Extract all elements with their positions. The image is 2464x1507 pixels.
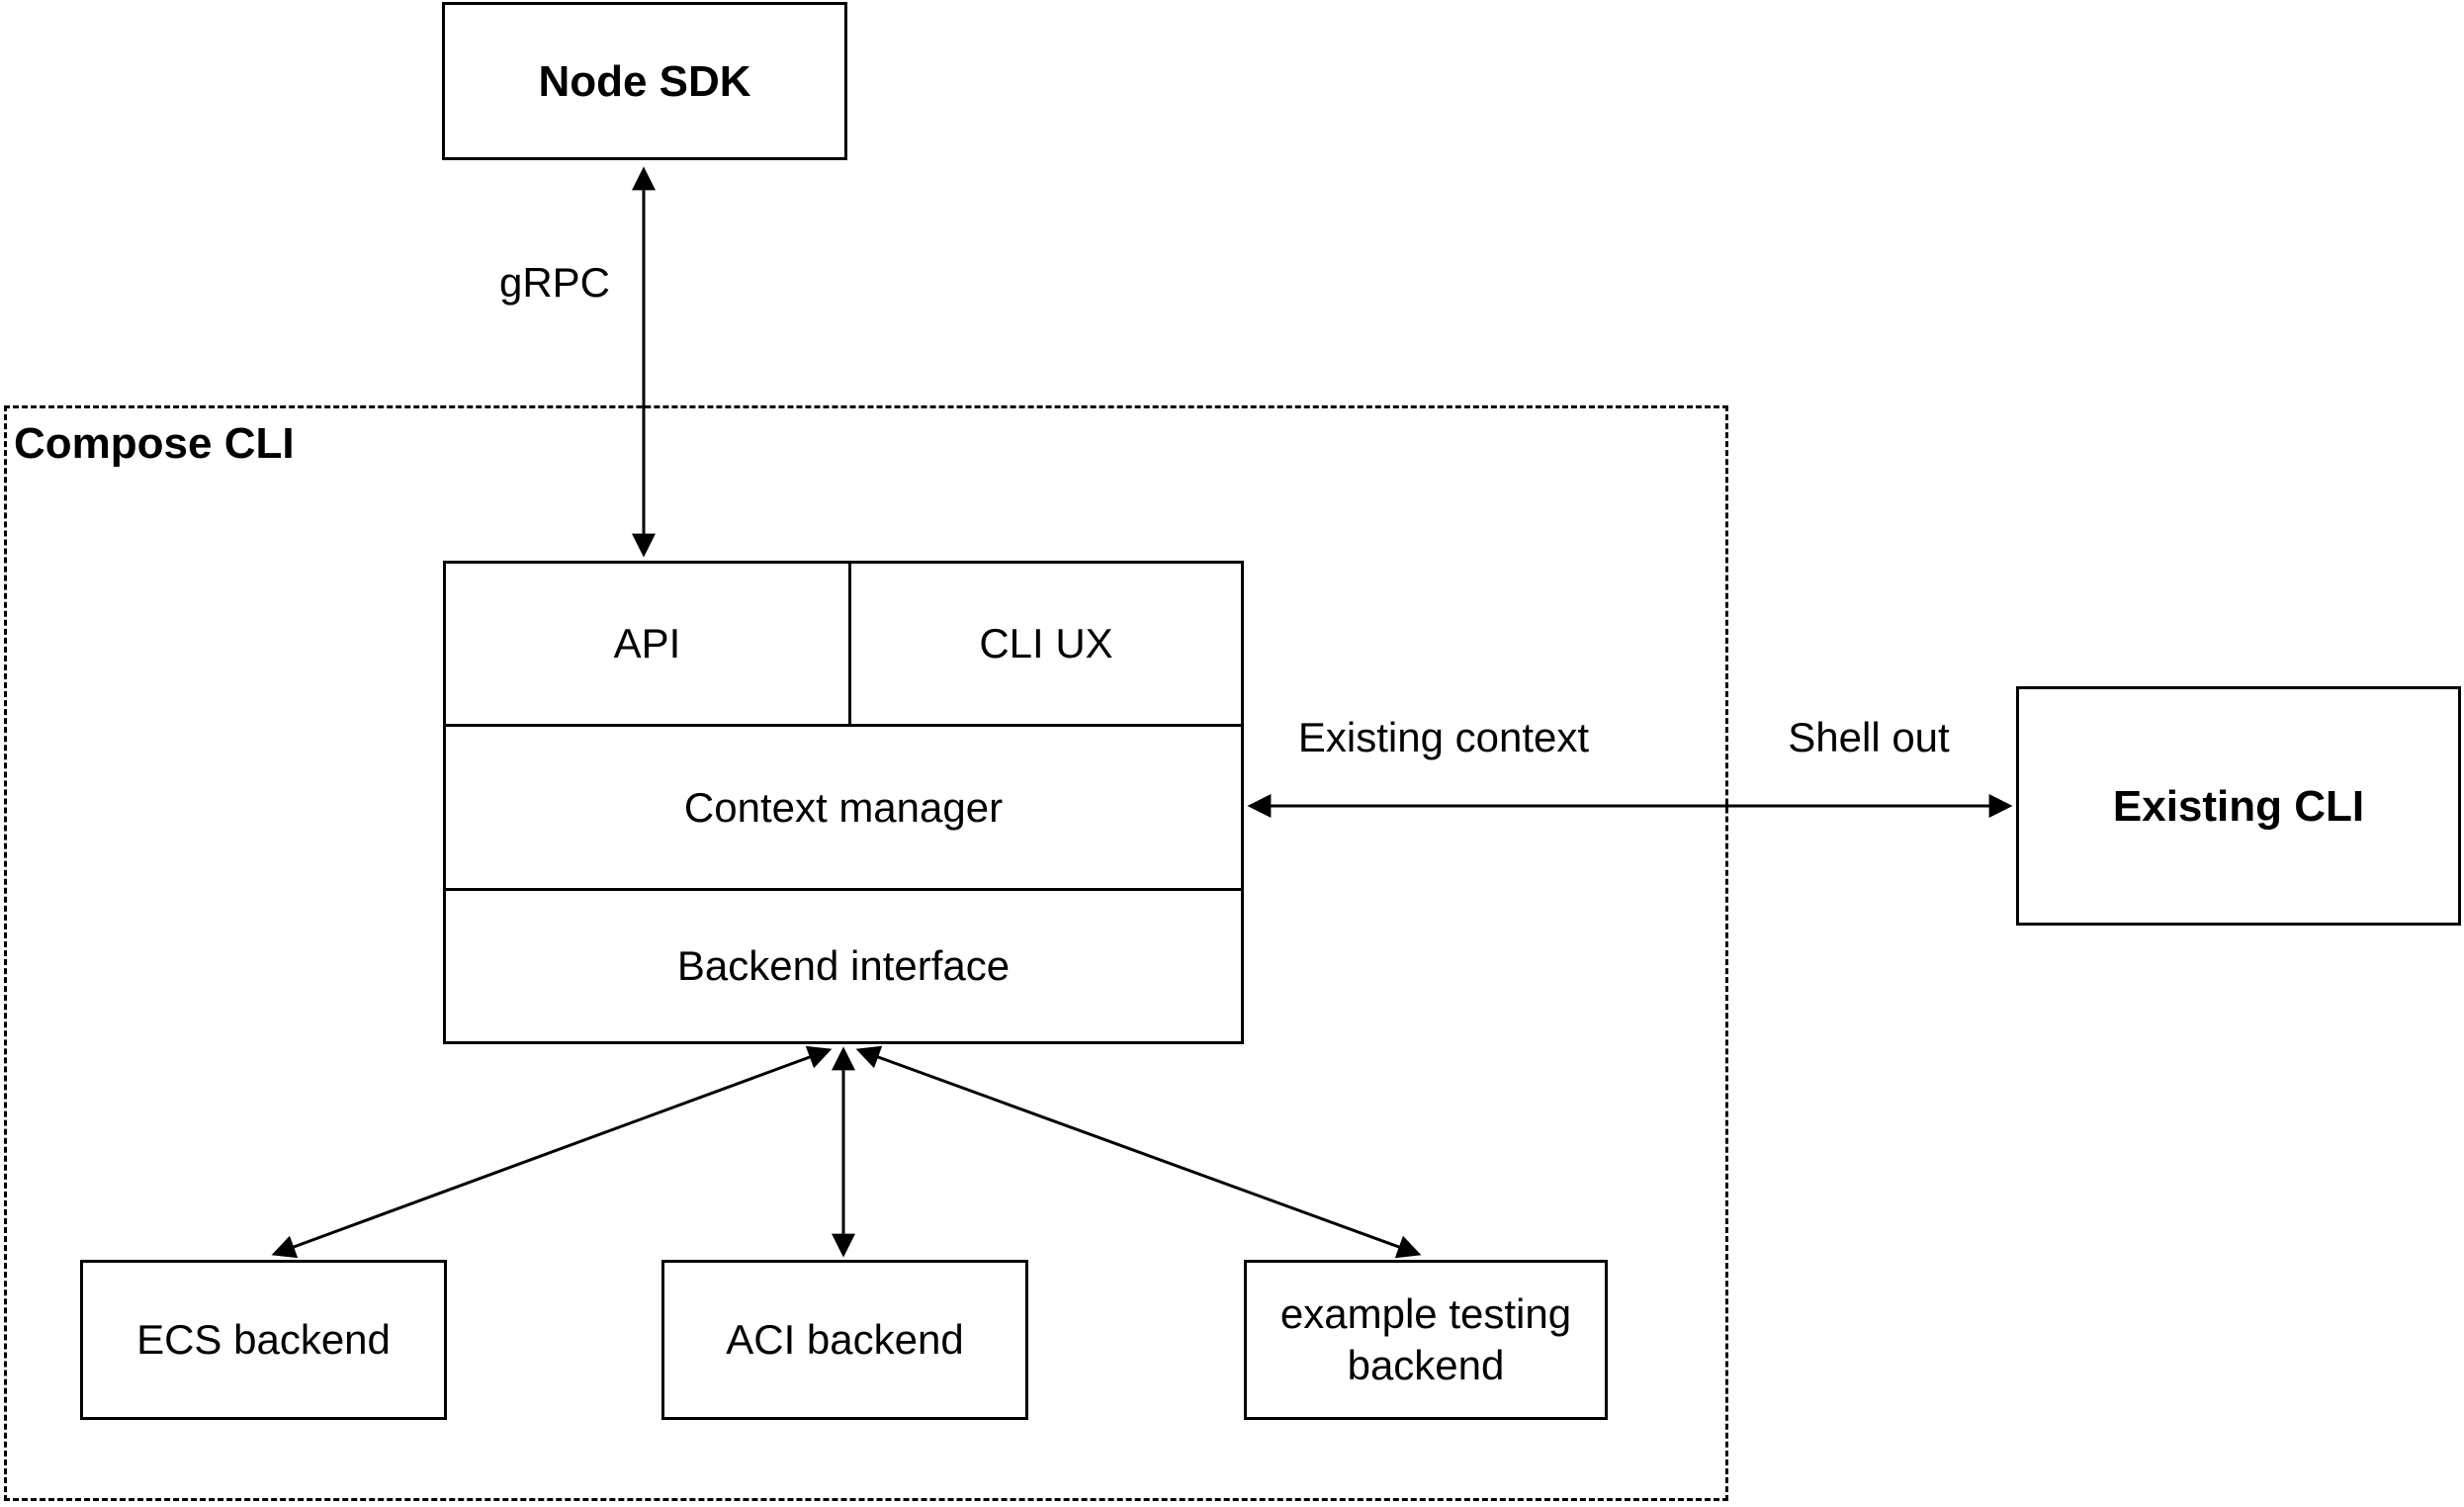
context-manager-box: Context manager: [446, 727, 1241, 888]
cli-ux-label: CLI UX: [979, 620, 1113, 666]
context-manager-label: Context manager: [683, 783, 1004, 831]
api-box: API: [446, 564, 848, 724]
grpc-edge-label: gRPC: [498, 259, 611, 306]
node-sdk-label: Node SDK: [538, 56, 751, 106]
backend-interface-label: Backend interface: [676, 942, 1011, 989]
node-sdk-box: Node SDK: [442, 2, 847, 160]
backend-interface-box: Backend interface: [446, 891, 1241, 1041]
example-testing-backend-box: example testing backend: [1244, 1260, 1608, 1420]
existing-cli-box: Existing CLI: [2016, 686, 2461, 926]
api-label: API: [613, 620, 681, 666]
ecs-backend-label: ECS backend: [136, 1315, 391, 1363]
aci-backend-label: ACI backend: [726, 1315, 964, 1363]
example-testing-backend-label: example testing backend: [1279, 1289, 1572, 1389]
cli-ux-box: CLI UX: [848, 564, 1241, 724]
existing-context-edge-label: Existing context: [1297, 714, 1590, 760]
existing-cli-label: Existing CLI: [2112, 781, 2365, 831]
compose-cli-container: [4, 405, 1728, 1501]
aci-backend-box: ACI backend: [661, 1260, 1028, 1420]
shell-out-edge-label: Shell out: [1788, 714, 1950, 760]
compose-core-stack: API CLI UX Context manager Backend inter…: [443, 561, 1244, 1044]
ecs-backend-box: ECS backend: [80, 1260, 447, 1420]
compose-cli-label: Compose CLI: [14, 419, 295, 468]
